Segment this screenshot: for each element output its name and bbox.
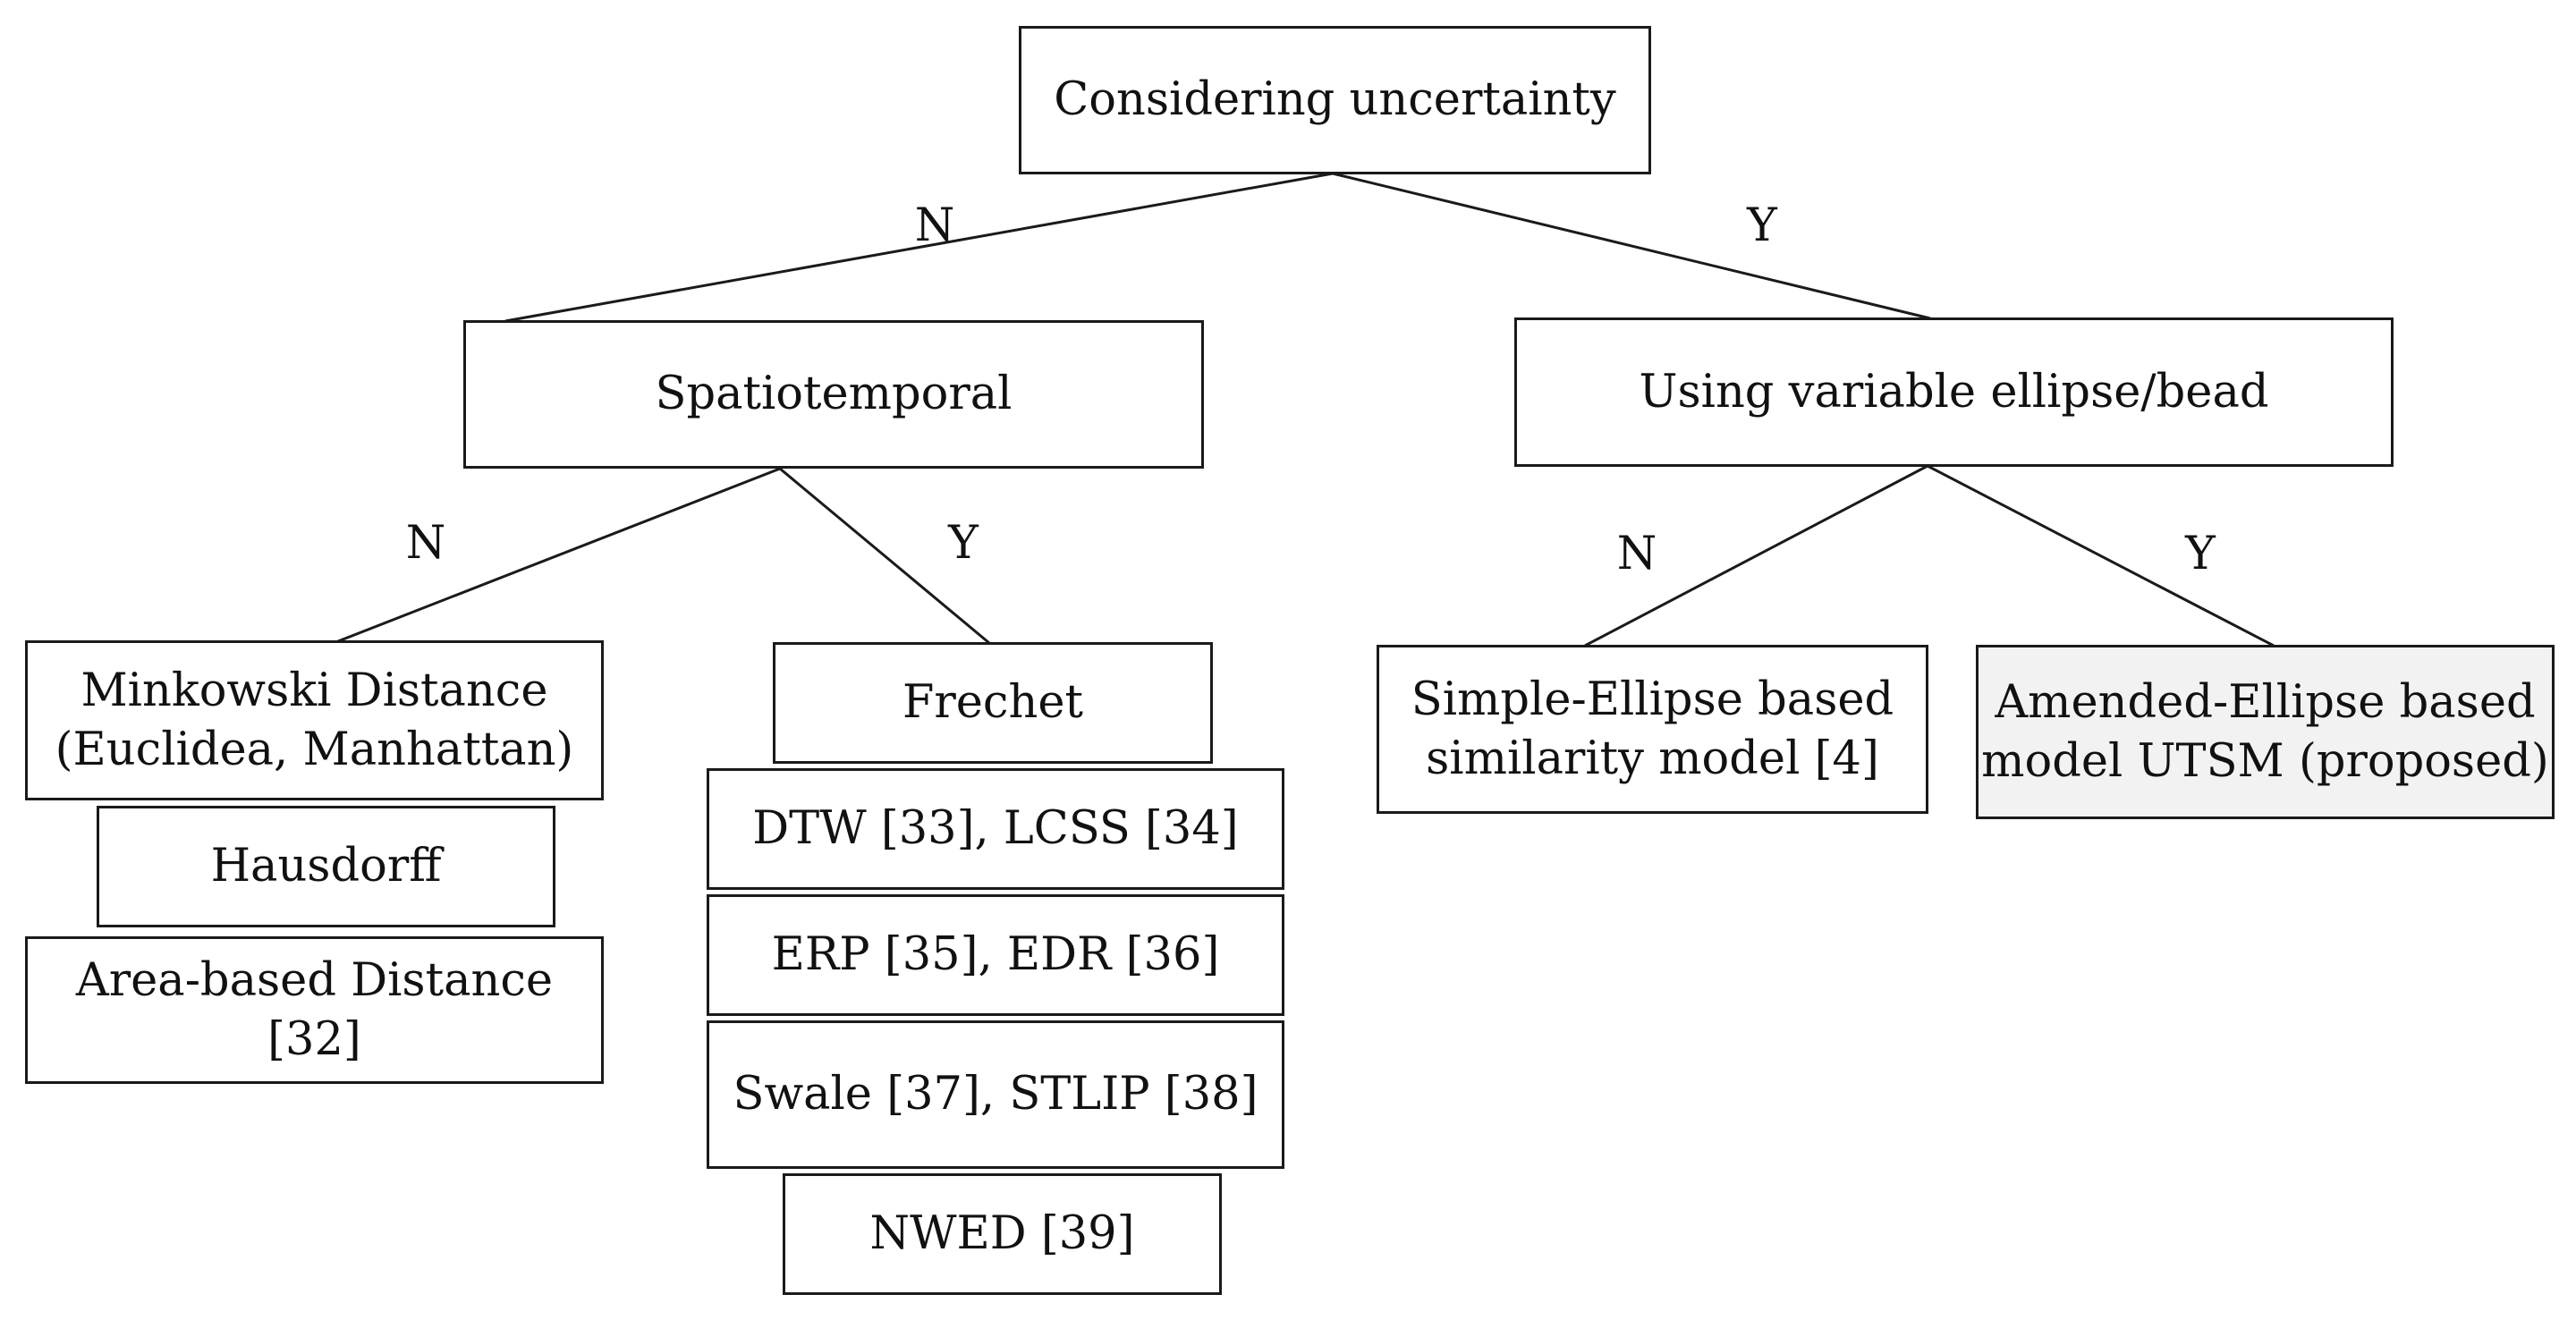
- node-considering-uncertainty: Considering uncertainty: [1019, 26, 1651, 174]
- edge-label-root-yes: Y: [1747, 199, 1777, 252]
- edge-root-to-spatiotemporal: [504, 172, 1334, 323]
- node-spatiotemporal: Spatiotemporal: [463, 320, 1204, 469]
- node-amended-ellipse-model: Amended-Ellipse based model UTSM (propos…: [1976, 645, 2555, 819]
- node-nwed: NWED [39]: [783, 1173, 1222, 1295]
- edge-label-root-no: N: [914, 199, 955, 252]
- node-erp-edr: ERP [35], EDR [36]: [707, 894, 1284, 1016]
- edge-label-ellipse-no: N: [1616, 528, 1657, 580]
- node-simple-ellipse-model: Simple-Ellipse based similarity model [4…: [1377, 645, 1928, 814]
- edge-label-spatiotemporal-yes: Y: [948, 517, 979, 570]
- node-dtw-lcss: DTW [33], LCSS [34]: [707, 768, 1284, 890]
- node-minkowski-distance: Minkowski Distance (Euclidea, Manhattan): [25, 640, 604, 800]
- node-swale-stlip: Swale [37], STLIP [38]: [707, 1020, 1284, 1169]
- edge-ellipse-to-simple: [1584, 464, 1928, 647]
- node-area-based-distance: Area-based Distance [32]: [25, 936, 604, 1084]
- node-variable-ellipse: Using variable ellipse/bead: [1514, 317, 2394, 467]
- edge-root-to-variable-ellipse: [1332, 172, 1931, 320]
- node-hausdorff: Hausdorff: [97, 806, 555, 927]
- node-frechet: Frechet: [773, 642, 1213, 764]
- edge-label-spatiotemporal-no: N: [405, 517, 446, 570]
- edge-spatiotemporal-to-minkowski: [337, 467, 781, 643]
- edge-label-ellipse-yes: Y: [2185, 528, 2216, 580]
- edge-ellipse-to-amended: [1927, 464, 2275, 647]
- edge-spatiotemporal-to-frechet: [779, 467, 990, 645]
